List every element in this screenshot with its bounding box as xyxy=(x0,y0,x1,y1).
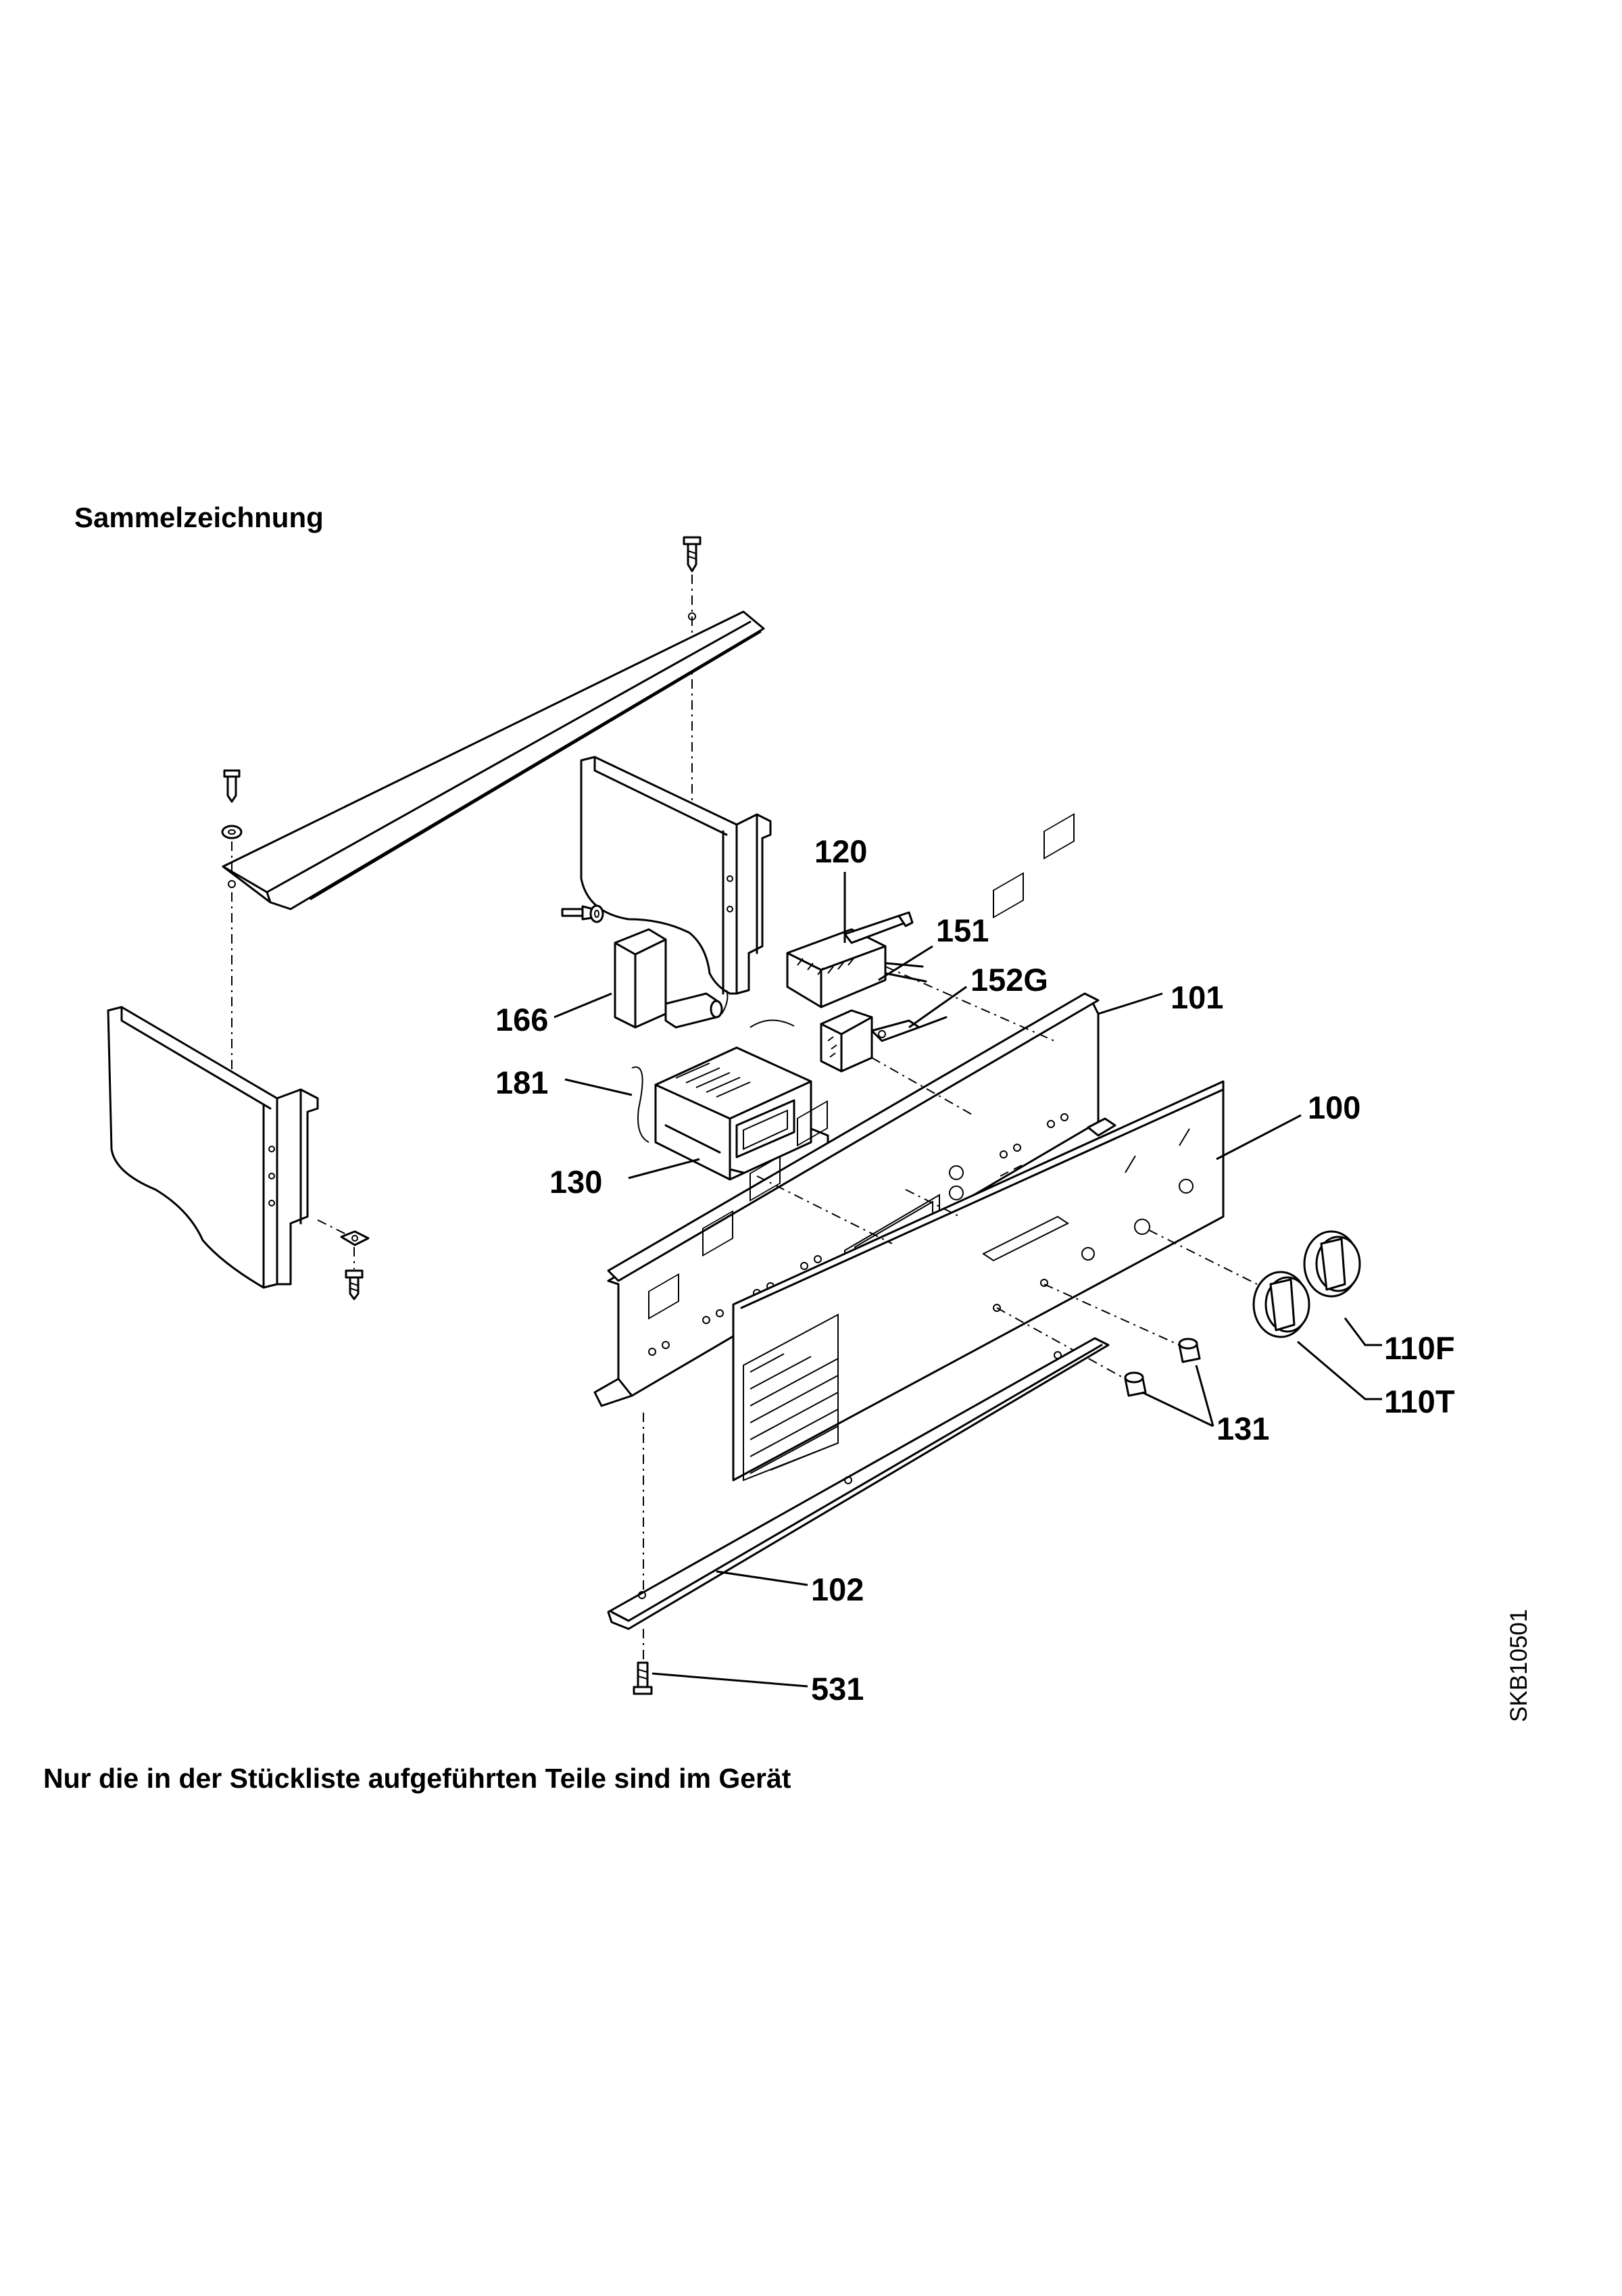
axis-line xyxy=(996,1307,1126,1379)
part-label-181: 181 xyxy=(495,1065,548,1100)
thermostat xyxy=(749,1009,948,1073)
part-label-531: 531 xyxy=(811,1671,864,1707)
axis-line xyxy=(905,1189,960,1217)
push-buttons xyxy=(1124,1338,1201,1397)
drawing-title: Sammelzeichnung xyxy=(74,502,324,533)
part-label-166: 166 xyxy=(495,1002,548,1037)
part-label-102: 102 xyxy=(811,1571,864,1607)
bottom-screw xyxy=(633,1661,653,1695)
left-screw xyxy=(221,769,243,839)
control-knobs xyxy=(1252,1230,1361,1338)
part-label-131: 131 xyxy=(1216,1411,1269,1446)
part-label-120: 120 xyxy=(814,833,867,869)
mounting-clip xyxy=(561,904,729,1029)
left-side-bracket xyxy=(107,1006,319,1289)
front-fascia-panel xyxy=(732,1080,1225,1482)
part-label-101: 101 xyxy=(1171,979,1223,1015)
part-label-100: 100 xyxy=(1308,1090,1360,1125)
leader-lines xyxy=(554,872,1382,1688)
selector-switch xyxy=(786,911,927,1008)
right-side-bracket xyxy=(580,756,772,995)
axis-line xyxy=(317,1219,352,1238)
side-screw xyxy=(345,1269,364,1300)
part-label-110F: 110F xyxy=(1384,1330,1455,1366)
part-label-151: 151 xyxy=(936,912,989,948)
cage-nut xyxy=(340,1230,370,1246)
footer-note: Nur die in der Stückliste aufgeführten T… xyxy=(43,1763,791,1794)
bottom-rail xyxy=(607,1337,1110,1630)
part-label-110T: 110T xyxy=(1384,1384,1455,1419)
top-screw xyxy=(683,536,702,572)
axis-line xyxy=(885,966,1055,1042)
axis-line xyxy=(1043,1284,1180,1346)
top-rail xyxy=(222,610,765,910)
drawing-code: SKB10501 xyxy=(1506,1609,1532,1722)
part-label-130: 130 xyxy=(549,1164,602,1200)
electronic-timer xyxy=(631,1046,829,1181)
axis-line xyxy=(756,1175,893,1244)
part-label-152G: 152G xyxy=(970,962,1048,998)
